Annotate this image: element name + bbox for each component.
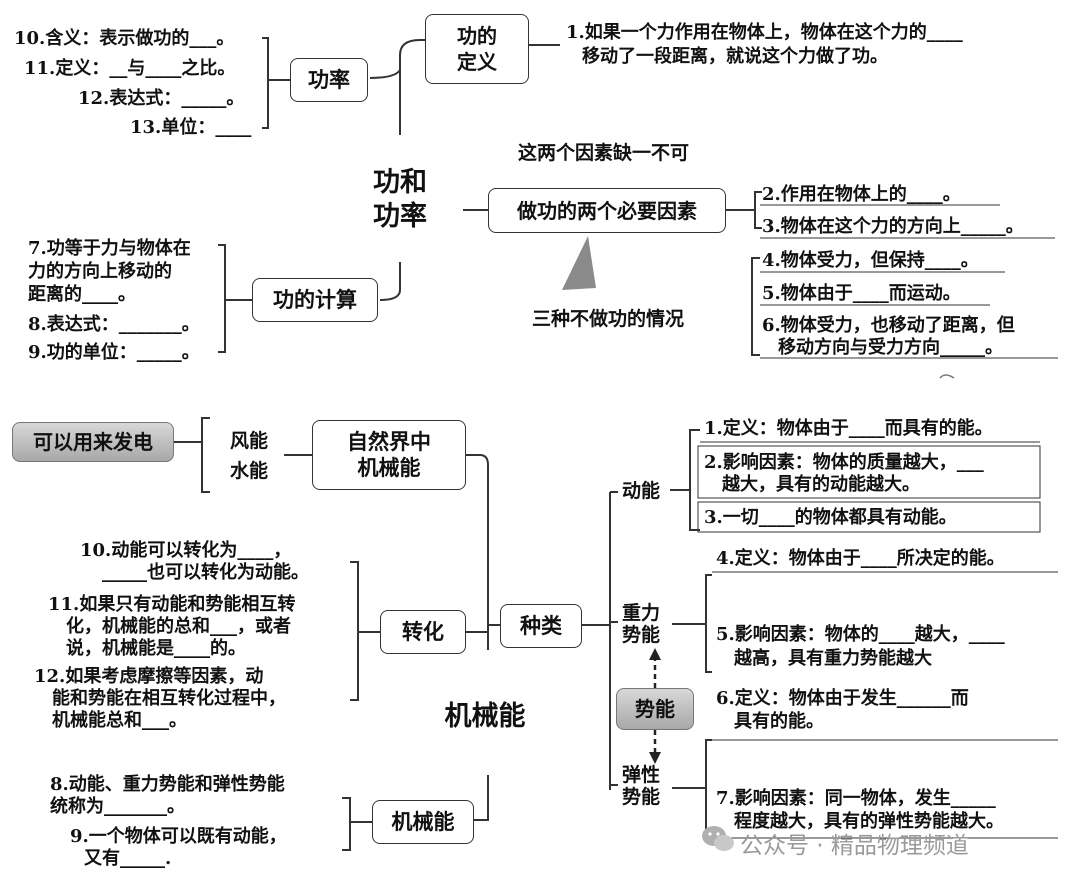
no-work-note: 三种不做功的情况 (532, 308, 685, 330)
work-definition-box: 功的 定义 (425, 14, 529, 84)
calc-item: 力的方向上移动的 (28, 261, 172, 282)
factor-item: 3.物体在这个力的方向上_____。 (762, 216, 1024, 237)
kinetic-label: 动能 (622, 480, 661, 502)
mech-item: 又有_____. (84, 848, 172, 869)
mech-energy-box: 机械能 (372, 800, 474, 844)
kinetic-item: 越大，具有的动能越大。 (722, 474, 920, 495)
kinds-box: 种类 (500, 604, 582, 648)
mech-item: 统称为_______。 (50, 796, 185, 817)
work-def-line: 移动了一段距离，就说这个力做了功。 (582, 46, 888, 67)
calc-item: 9.功的单位：_____。 (28, 342, 200, 363)
convert-item: 11.如果只有动能和势能相互转 (48, 594, 296, 615)
elastic-item: 6.定义：物体由于发生______而 (716, 688, 969, 709)
no-work-item: 移动方向与受力方向_____。 (778, 337, 1003, 358)
wind-energy: 风能 (230, 430, 269, 452)
potential-box: 势能 (616, 688, 694, 730)
elastic-item: 具有的能。 (734, 711, 824, 732)
watermark: 公众号 · 精品物理频道 (740, 833, 969, 859)
kinetic-item: 1.定义：物体由于____而具有的能。 (704, 418, 993, 439)
factors-note: 这两个因素缺一不可 (518, 142, 690, 164)
convert-item: _____也可以转化为动能。 (102, 562, 309, 583)
calc-item: 7.功等于力与物体在 (28, 238, 191, 259)
convert-item: 机械能总和___。 (52, 710, 187, 731)
top-center-title: 功和 功率 (373, 167, 427, 232)
power-item: 11.定义：__与____之比。 (24, 58, 236, 79)
convert-item: 能和势能在相互转化过程中， (52, 688, 286, 709)
calc-item: 8.表达式：_______。 (28, 314, 200, 335)
elastic-pe-label: 弹性 势能 (622, 764, 661, 808)
convert-item: 说，机械能是____的。 (66, 638, 246, 659)
wechat-icon (702, 826, 734, 851)
electricity-box: 可以用来发电 (12, 422, 174, 462)
calc-item: 距离的____。 (28, 284, 136, 305)
kinetic-item: 2.影响因素：物体的质量越大，___ (704, 452, 984, 473)
conversion-box: 转化 (380, 610, 466, 654)
work-calculation-box: 功的计算 (252, 278, 378, 322)
no-work-item: 4.物体受力，但保持____。 (762, 250, 979, 271)
gravity-item: 越高，具有重力势能越大 (734, 648, 932, 669)
water-energy: 水能 (230, 460, 269, 482)
mech-item: 9.一个物体可以既有动能， (70, 826, 287, 847)
convert-item: 化，机械能的总和___，或者 (66, 616, 291, 637)
two-factors-box: 做功的两个必要因素 (488, 188, 726, 233)
kinetic-item: 3.一切____的物体都具有动能。 (704, 507, 957, 528)
elastic-item: 7.影响因素：同一物体，发生_____ (716, 788, 996, 809)
work-def-line: 1.如果一个力作用在物体上，物体在这个力的____ (566, 22, 963, 43)
power-item: 12.表达式：_____。 (78, 88, 245, 109)
convert-item: 10.动能可以转化为____， (80, 540, 292, 561)
bottom-center-title: 机械能 (444, 701, 526, 732)
nature-mech-box: 自然界中 机械能 (312, 420, 466, 490)
gravity-pe-label: 重力 势能 (622, 602, 661, 646)
elastic-item: 程度越大，具有的弹性势能越大。 (734, 811, 1004, 832)
mech-item: 8.动能、重力势能和弹性势能 (50, 774, 285, 795)
power-item: 13.单位：____ (130, 117, 252, 138)
convert-item: 12.如果考虑摩擦等因素，动 (34, 666, 264, 687)
no-work-item: 5.物体由于____而运动。 (762, 283, 961, 304)
gravity-item: 4.定义：物体由于____所决定的能。 (716, 548, 1005, 569)
factor-item: 2.作用在物体上的____。 (762, 184, 961, 205)
gravity-item: 5.影响因素：物体的____越大，____ (716, 624, 1005, 645)
power-box: 功率 (290, 58, 368, 102)
no-work-item: 6.物体受力，也移动了距离，但 (762, 315, 1015, 336)
power-item: 10.含义：表示做功的___。 (14, 28, 235, 49)
